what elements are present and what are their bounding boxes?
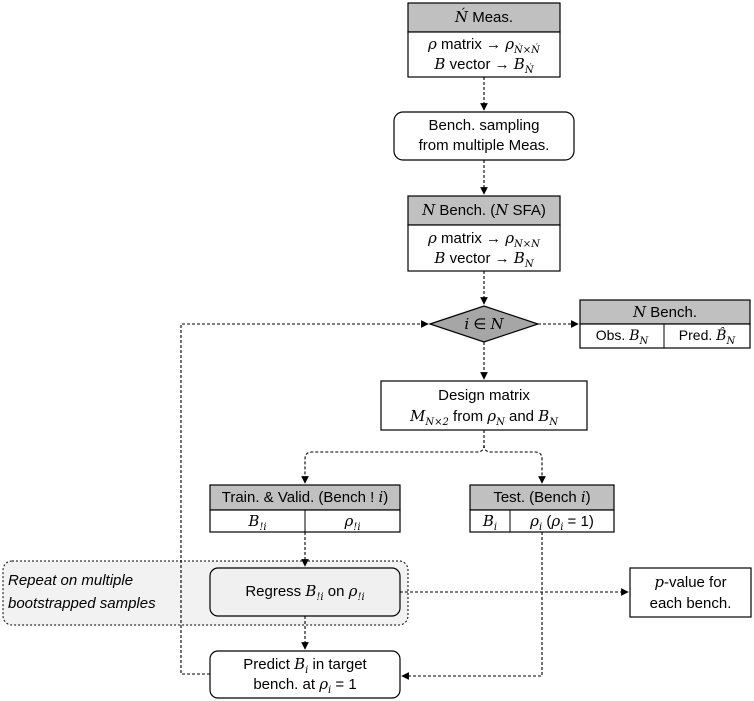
predict-line1: Predict Bi in target <box>243 655 367 676</box>
pvalue-line2: each bench. <box>649 595 732 612</box>
pvalue-box <box>629 567 752 618</box>
test-rho-cell: ρi (ρi = 1) <box>530 512 594 533</box>
train-title: Train. & Valid. (Bench ! i) <box>221 488 389 506</box>
regress-label: Regress B!i on ρ!i <box>245 582 365 603</box>
predict-line2: bench. at ρi = 1 <box>253 675 357 696</box>
arrow-loop-back <box>180 320 429 675</box>
meas-rho-line: ρ matrix → ρŃ×Ń <box>428 35 540 56</box>
results-title: N Bench. <box>633 303 697 321</box>
meas-title: Ń Meas. <box>454 8 514 26</box>
bench-b-line: B vector → BN <box>434 249 534 270</box>
results-predicted: Pred. B̂N <box>678 327 736 347</box>
repeat-line2: bootstrapped samples <box>8 595 156 612</box>
test-b-cell: Bi <box>482 512 498 533</box>
test-title: Test. (Bench i) <box>493 488 591 506</box>
bench-rho-line: ρ matrix → ρN×N <box>428 229 540 250</box>
test-box <box>469 484 615 533</box>
decision-label: i ∈ N <box>464 315 504 333</box>
meas-b-line: B vector → BŃ <box>434 55 534 76</box>
train-b-cell: B!i <box>248 512 267 533</box>
arrow-test-to-predict <box>401 532 543 680</box>
sampling-line2: from multiple Meas. <box>418 137 550 154</box>
design-line1: Design matrix <box>438 387 530 404</box>
arrow-design-split-train <box>301 430 485 484</box>
design-matrix-box <box>380 380 588 431</box>
design-line2: MN×2 from ρN and BN <box>410 407 558 428</box>
sampling-line1: Bench. sampling <box>428 117 540 134</box>
train-rho-cell: ρ!i <box>344 512 361 533</box>
arrow-design-split-test <box>483 444 546 484</box>
bench-title: N Bench. (N SFA) <box>422 201 546 219</box>
pvalue-line1: p-value for <box>654 573 727 591</box>
result-table <box>579 299 751 349</box>
repeat-line1: Repeat on multiple <box>8 572 134 589</box>
results-observed: Obs. BN <box>595 327 649 347</box>
